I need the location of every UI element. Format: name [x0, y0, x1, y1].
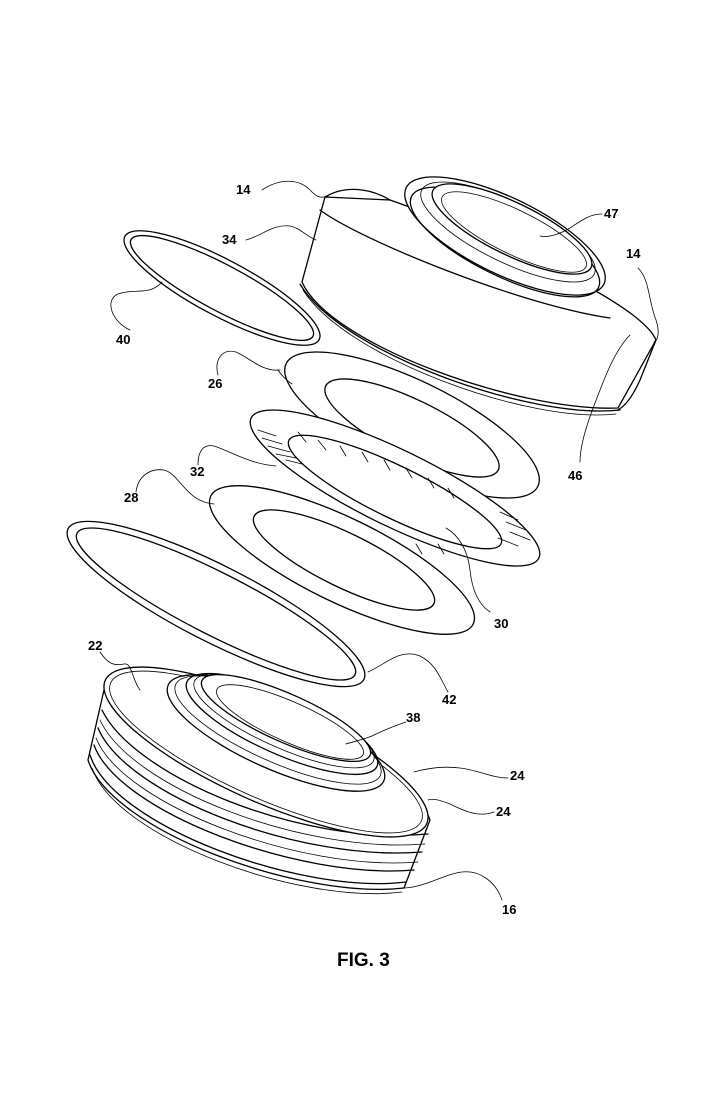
leader-30 [445, 527, 491, 613]
leader-46 [579, 334, 631, 463]
leader-32 [197, 445, 277, 467]
label-28: 28 [124, 490, 138, 505]
label-16: 16 [502, 902, 516, 917]
leader-28 [135, 469, 215, 505]
label-26: 26 [208, 376, 222, 391]
reference-numerals: 14 34 47 14 40 26 46 32 28 30 22 42 38 2… [88, 182, 641, 917]
label-14-upper: 14 [236, 182, 251, 197]
leader-40 [110, 281, 163, 331]
leader-14a [261, 180, 329, 198]
label-24-upper: 24 [510, 768, 525, 783]
leader-lines [99, 180, 659, 901]
leader-24b [427, 798, 495, 815]
gasket-28 [208, 485, 476, 635]
label-32: 32 [190, 464, 204, 479]
o-ring-40 [123, 230, 321, 346]
label-38: 38 [406, 710, 420, 725]
leader-34 [245, 225, 317, 241]
label-47: 47 [604, 206, 618, 221]
label-22: 22 [88, 638, 102, 653]
label-14-right: 14 [626, 246, 641, 261]
upper-housing-14 [299, 176, 657, 416]
leader-22 [99, 651, 141, 691]
leader-47 [539, 213, 603, 237]
slotted-screen-32 [249, 409, 541, 567]
figure-caption: FIG. 3 [337, 950, 390, 971]
leader-14b [637, 267, 659, 343]
leader-42 [367, 653, 449, 693]
lower-housing-16 [87, 666, 431, 894]
label-42: 42 [442, 692, 456, 707]
leader-26 [216, 350, 281, 376]
label-46: 46 [568, 468, 582, 483]
label-24-lower: 24 [496, 804, 511, 819]
leader-24a [413, 766, 509, 779]
thin-ring-42 [66, 520, 366, 688]
label-40: 40 [116, 332, 130, 347]
label-34: 34 [222, 232, 237, 247]
label-30: 30 [494, 616, 508, 631]
leader-38 [345, 721, 407, 745]
leader-16 [401, 871, 503, 901]
